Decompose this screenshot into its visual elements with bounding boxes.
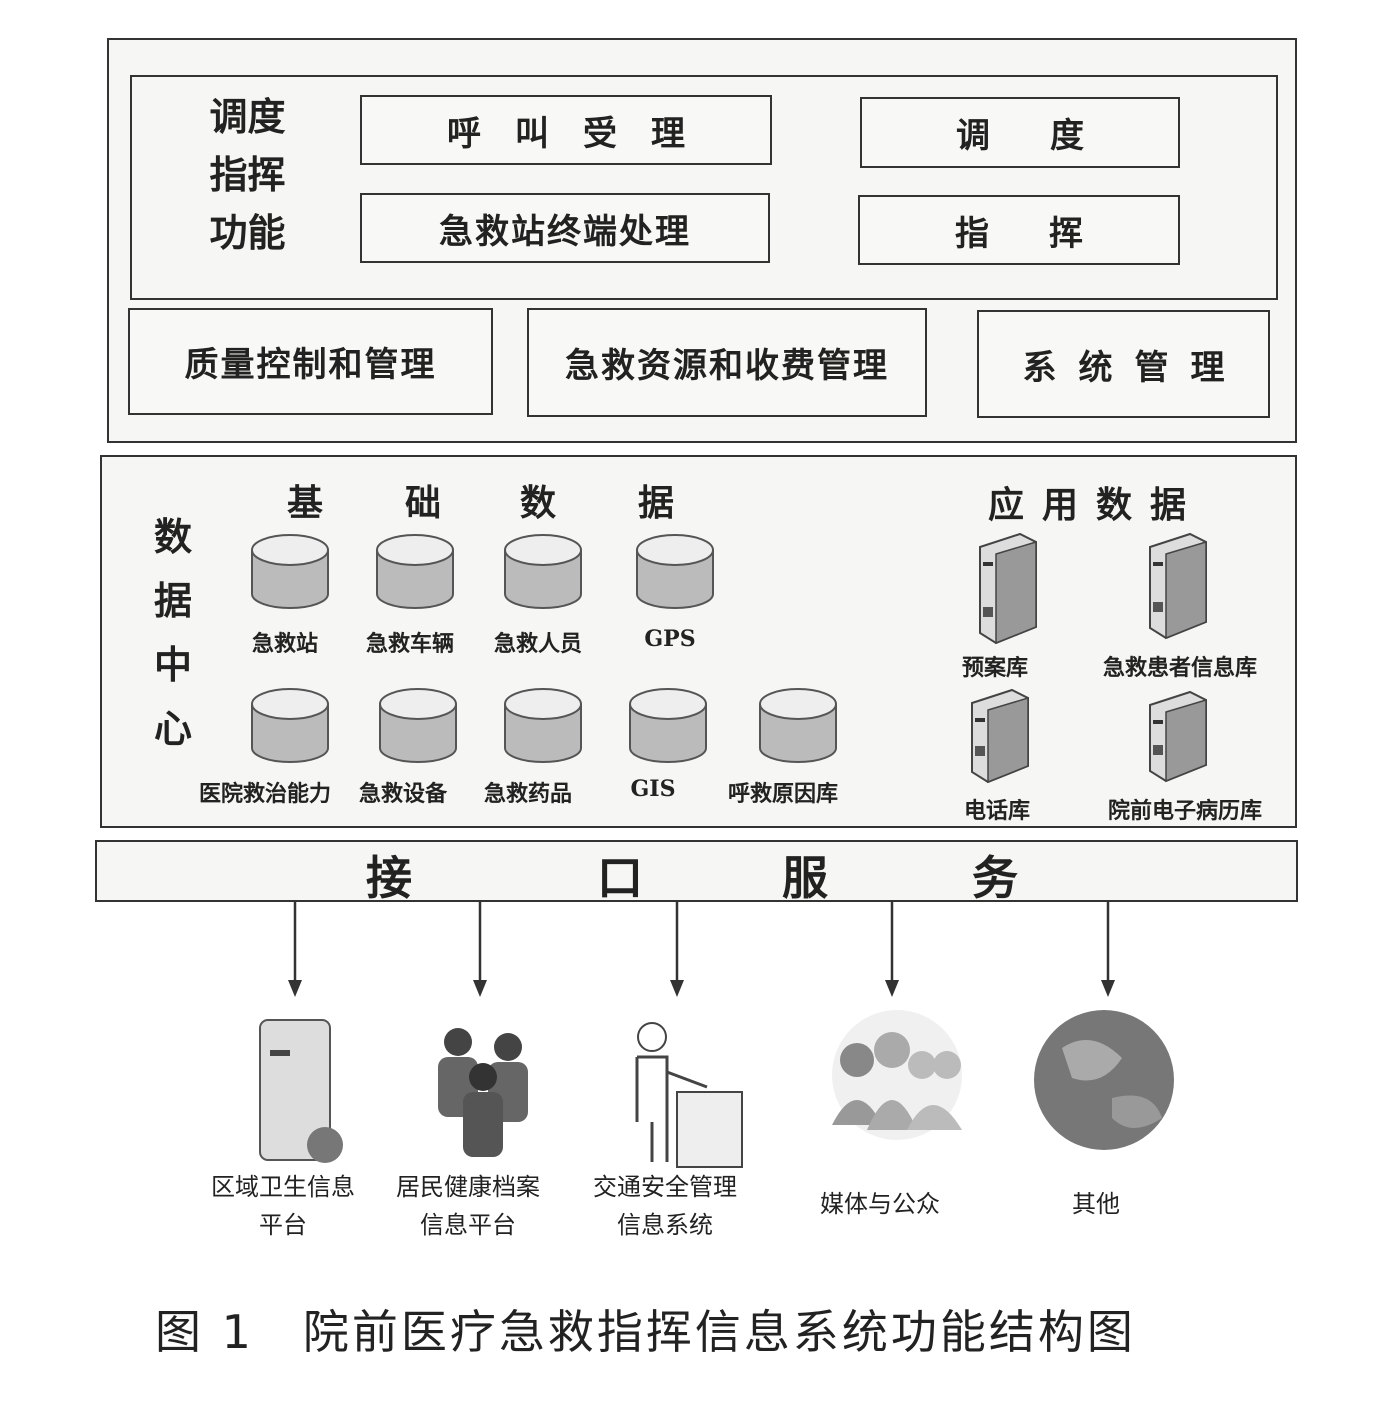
server-icon	[971, 688, 1029, 784]
basic-data-header-3: 数	[520, 482, 557, 524]
output-target-label: 交通安全管理信息系统	[593, 1173, 737, 1239]
basic-data-header-1: 基	[287, 482, 324, 524]
database-cylinder-icon	[251, 534, 329, 609]
server-icon	[979, 532, 1037, 645]
basic-db-label: 急救车辆	[365, 631, 455, 657]
interface-arrow-icon	[1101, 902, 1115, 997]
basic-db-label: 急救人员	[493, 631, 583, 657]
basic-db-label: GIS	[630, 776, 676, 802]
interface-arrow-icon	[288, 902, 302, 997]
app-db-label: 预案库	[961, 655, 1029, 681]
application-data-header: 应用数据	[988, 484, 1205, 526]
terminal-box: 急救站终端处理	[360, 193, 770, 263]
interface-arrow-icon	[473, 902, 487, 997]
output-target-label: 居民健康档案信息平台	[396, 1173, 540, 1239]
app-db-label: 院前电子病历库	[1107, 798, 1263, 824]
server-icon	[1149, 690, 1207, 783]
basic-db-label: 呼救原因库	[727, 781, 839, 807]
interface-char-3: 服	[782, 851, 828, 905]
server-icon	[259, 1019, 343, 1163]
command-box: 指挥	[858, 195, 1180, 265]
basic-db-label: 医院救治能力	[198, 781, 332, 807]
resources-fees-box: 急救资源和收费管理	[527, 308, 927, 417]
interface-char-1: 接	[366, 851, 412, 905]
app-db-label: 电话库	[963, 798, 1031, 824]
interface-service-bar	[95, 840, 1298, 902]
output-target-label: 媒体与公众	[820, 1190, 940, 1218]
server-icon	[1149, 532, 1207, 640]
interface-char-4: 务	[972, 851, 1018, 905]
people-icon	[438, 1028, 528, 1157]
interface-arrow-icon	[885, 902, 899, 997]
database-cylinder-icon	[379, 688, 457, 763]
basic-db-label: 急救设备	[358, 781, 448, 807]
basic-data-header-4: 据	[638, 482, 675, 524]
database-cylinder-icon	[251, 688, 329, 763]
database-cylinder-icon	[636, 534, 714, 609]
database-cylinder-icon	[759, 688, 837, 763]
call-accept-box: 呼叫受理	[360, 95, 772, 165]
output-target-label: 其他	[1072, 1190, 1120, 1218]
database-cylinder-icon	[504, 688, 582, 763]
basic-data-header-2: 础	[405, 482, 442, 524]
figure-caption: 图 1 院前医疗急救指挥信息系统功能结构图	[155, 1305, 1136, 1359]
basic-db-label: 急救站	[251, 631, 319, 657]
interface-char-2: 口	[597, 851, 643, 905]
dispatch-command-label: 调度 指挥 功能	[209, 94, 286, 255]
data-center-block	[100, 455, 1297, 828]
basic-db-label: GPS	[644, 626, 696, 652]
globe-icon	[1034, 1010, 1174, 1150]
basic-db-label: 急救药品	[483, 781, 573, 807]
dispatch-box: 调度	[860, 97, 1180, 168]
output-target-label: 区域卫生信息平台	[211, 1173, 355, 1239]
app-db-label: 急救患者信息库	[1102, 655, 1258, 681]
database-cylinder-icon	[504, 534, 582, 609]
quality-control-box: 质量控制和管理	[128, 308, 493, 415]
database-cylinder-icon	[629, 688, 707, 763]
interface-arrow-icon	[670, 902, 684, 997]
database-cylinder-icon	[376, 534, 454, 609]
crowd-icon	[832, 1010, 962, 1140]
system-management-box: 系统管理	[977, 310, 1270, 418]
traffic-officer-icon	[635, 1022, 743, 1168]
data-center-label: 数 据 中 心	[153, 514, 192, 751]
